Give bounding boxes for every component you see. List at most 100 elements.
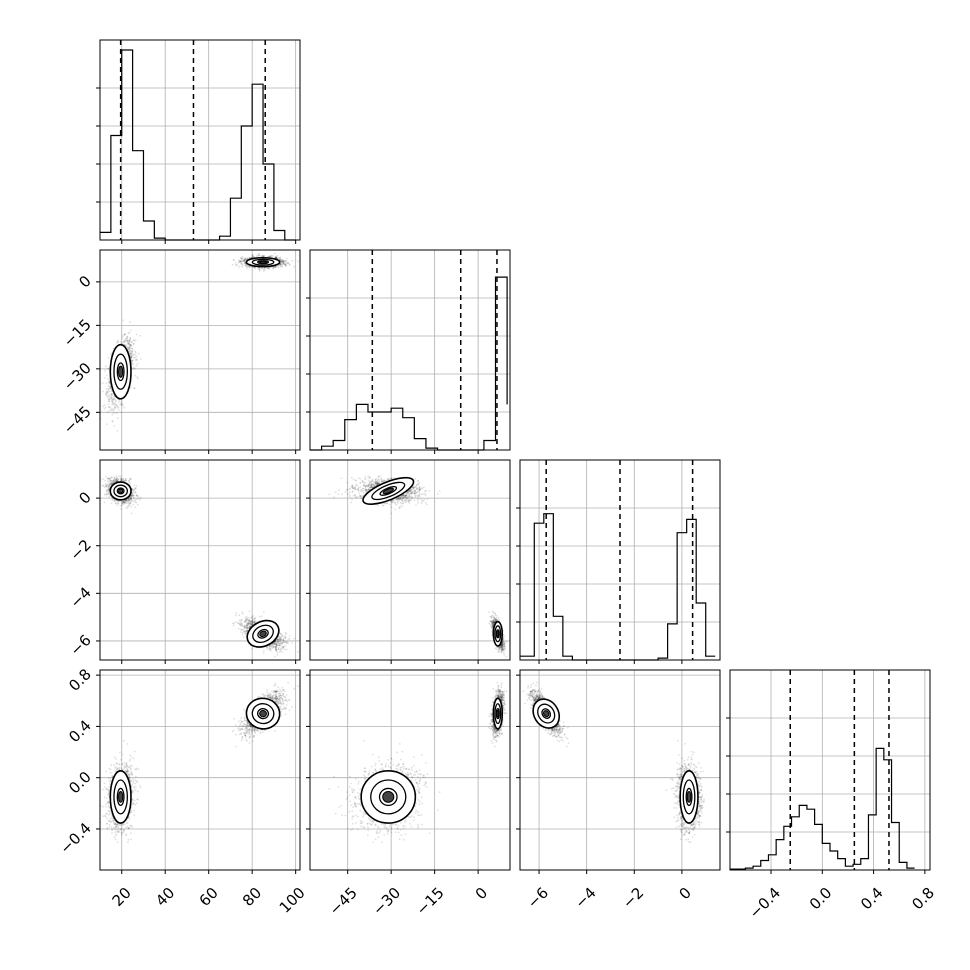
point-2-0-695: [125, 479, 127, 482]
point-1-0-2001: [241, 264, 244, 266]
point-1-0-678: [106, 391, 108, 394]
point-1-0-1554: [244, 264, 247, 267]
point-2-0-1209: [122, 500, 125, 503]
point-2-0-1657: [279, 632, 282, 635]
point-1-0-501: [117, 417, 119, 419]
point-2-0-1611: [284, 645, 287, 647]
point-1-0-1057: [131, 362, 133, 365]
point-1-0-808: [105, 392, 107, 395]
point-1-0-1382: [110, 396, 113, 399]
point-1-0-157: [133, 387, 136, 390]
point-1-0-2372: [284, 263, 287, 266]
point-1-0-465: [116, 405, 118, 408]
point-1-0-2262: [276, 264, 279, 267]
point-1-0-760: [136, 362, 139, 365]
point-2-0-1321: [108, 495, 111, 498]
point-2-0-1612: [276, 645, 278, 647]
point-1-0-218: [121, 335, 124, 337]
point-2-0-1673: [271, 646, 273, 648]
point-1-0-1397: [107, 390, 110, 393]
point-1-0-98: [136, 376, 139, 378]
point-1-0-2208: [275, 256, 277, 259]
point-1-0-2197: [241, 255, 244, 258]
point-1-0-357: [108, 406, 110, 408]
point-2-0-2041: [269, 649, 272, 651]
point-1-0-458: [110, 395, 112, 398]
point-1-0-2114: [241, 260, 243, 263]
point-2-0-478: [124, 501, 127, 504]
point-1-0-1108: [107, 398, 110, 401]
point-2-0-674: [120, 478, 122, 481]
point-2-0-1218: [113, 480, 116, 483]
point-2-0-1073: [129, 477, 131, 480]
point-2-0-1024: [130, 505, 133, 508]
point-2-0-489: [135, 494, 138, 497]
point-1-0-2365: [275, 256, 278, 259]
point-1-0-97: [124, 333, 127, 335]
point-1-0-825: [110, 397, 112, 399]
point-2-0-2034: [285, 648, 288, 651]
point-1-0-1288: [134, 339, 137, 342]
point-1-0-1862: [246, 257, 249, 260]
point-1-0-2685: [280, 260, 283, 263]
point-2-0-1875: [279, 648, 282, 651]
hist-0-frame: [99, 39, 301, 241]
point-1-0-1222: [110, 409, 113, 412]
point-2-0-870: [125, 500, 128, 503]
point-2-0-538: [130, 512, 133, 515]
point-1-0-936: [116, 341, 119, 343]
point-1-0-527: [111, 420, 114, 422]
point-2-0-1098: [130, 497, 133, 500]
point-2-0-1908: [250, 623, 253, 626]
point-2-0-1149: [129, 502, 132, 504]
point-2-0-683: [114, 478, 117, 481]
panel-2-2-histogram: [516, 459, 721, 664]
point-1-0-2301: [240, 259, 243, 262]
point-2-0-1319: [135, 501, 138, 504]
point-2-0-1038: [134, 491, 137, 494]
point-2-0-1036: [132, 493, 135, 496]
point-2-0-2002: [276, 639, 279, 642]
point-2-0-1549: [253, 620, 256, 623]
point-1-0-475: [111, 401, 114, 404]
point-2-0-1669: [272, 646, 275, 649]
point-1-0-2475: [282, 263, 285, 265]
point-2-0-773: [135, 494, 138, 497]
point-1-0-846: [110, 387, 112, 390]
point-2-0-833: [130, 494, 133, 497]
point-1-0-1510: [243, 260, 246, 263]
point-1-0-764: [127, 342, 130, 345]
point-1-0-517: [126, 342, 129, 345]
point-1-0-975: [127, 339, 130, 342]
point-1-0-1991: [280, 260, 283, 263]
point-1-0-2285: [249, 266, 252, 268]
point-2-0-1161: [121, 478, 124, 480]
point-1-0-572: [113, 409, 115, 411]
point-1-0-2253: [241, 257, 244, 259]
point-1-0-2256: [280, 259, 282, 262]
hist-1-frame: [309, 249, 511, 451]
point-1-0-801: [108, 381, 111, 383]
point-2-0-128: [122, 501, 125, 503]
point-1-0-628: [128, 343, 131, 346]
point-1-0-324: [111, 403, 113, 406]
point-1-0-1278: [117, 341, 119, 343]
point-2-0-1520: [284, 634, 287, 637]
point-2-0-1808: [253, 622, 256, 624]
point-2-0-709: [103, 501, 106, 504]
point-1-0-2166: [243, 259, 246, 261]
point-2-0-1057: [131, 493, 133, 496]
point-1-0-864: [112, 402, 115, 405]
point-2-0-519: [123, 502, 126, 505]
point-1-0-780: [120, 342, 123, 345]
point-2-0-1987: [244, 627, 246, 630]
point-2-0-1921: [251, 619, 254, 622]
point-2-0-1789: [242, 636, 245, 638]
point-2-0-580: [131, 494, 134, 497]
point-1-0-61: [105, 374, 108, 377]
point-1-0-773: [135, 355, 138, 358]
point-2-0-1709: [243, 620, 246, 623]
point-2-0-738: [113, 477, 116, 479]
point-2-0-1791: [272, 642, 275, 645]
